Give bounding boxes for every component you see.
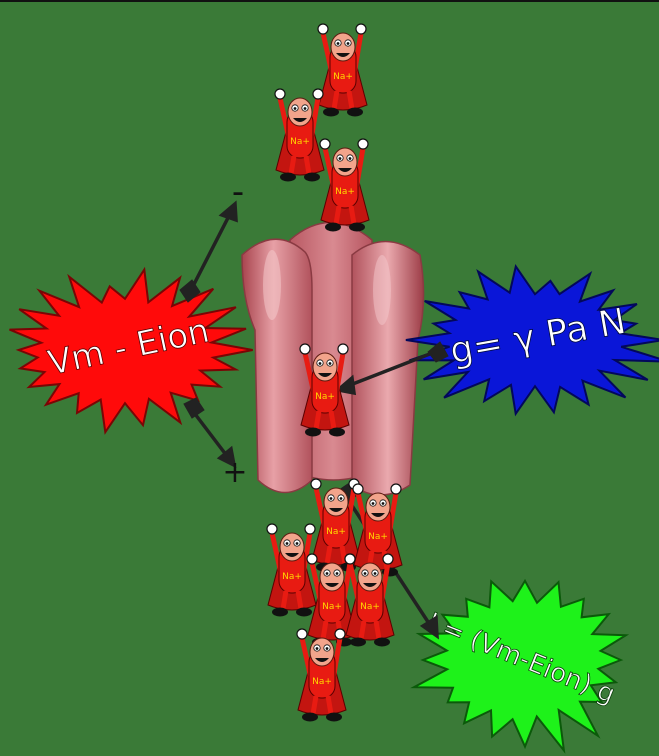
ion-pupil xyxy=(330,497,333,500)
ion-pupil xyxy=(364,572,367,575)
ion-shoe xyxy=(349,223,365,232)
ion-glove-left xyxy=(311,479,321,489)
ion-label: Na+ xyxy=(282,572,302,582)
ion-shoe xyxy=(280,173,296,182)
ion-label: Na+ xyxy=(326,527,346,537)
ion-label: Na+ xyxy=(290,137,310,147)
ion-pupil xyxy=(336,572,339,575)
ion-shoe xyxy=(329,428,345,437)
ion-pupil xyxy=(326,572,329,575)
ion-glove-left xyxy=(267,524,277,534)
plus-sign: + xyxy=(222,455,247,490)
ion-glove-right xyxy=(383,554,393,564)
ion-shoe xyxy=(350,638,366,647)
ion-shoe xyxy=(374,638,390,647)
ion-glove-right xyxy=(313,89,323,99)
ion-glove-left xyxy=(320,139,330,149)
ion-pupil xyxy=(296,542,299,545)
ion-glove-left xyxy=(353,484,363,494)
ion-glove-right xyxy=(335,629,345,639)
ion-pupil xyxy=(339,157,342,160)
ion-glove-right xyxy=(338,344,348,354)
ion-glove-right xyxy=(358,139,368,149)
ion-pupil xyxy=(347,42,350,45)
ion-shoe xyxy=(325,223,341,232)
ion-label: Na+ xyxy=(312,677,332,687)
ion-glove-left xyxy=(345,554,355,564)
ion-shoe xyxy=(302,713,318,722)
ion-pupil xyxy=(316,647,319,650)
ion-pupil xyxy=(349,157,352,160)
ion-pupil xyxy=(372,502,375,505)
ion-shoe xyxy=(304,173,320,182)
ion-label: Na+ xyxy=(322,602,342,612)
ion-pupil xyxy=(337,42,340,45)
channel-highlight-right xyxy=(373,255,391,325)
ion-glove-left xyxy=(307,554,317,564)
ion-shoe xyxy=(305,428,321,437)
ion-label: Na+ xyxy=(333,72,353,82)
ion-glove-right xyxy=(305,524,315,534)
ion-pupil xyxy=(326,647,329,650)
ion-pupil xyxy=(340,497,343,500)
ion-glove-right xyxy=(391,484,401,494)
ion-shoe xyxy=(326,713,342,722)
ion-pupil xyxy=(294,107,297,110)
ion-label: Na+ xyxy=(368,532,388,542)
ion-label: Na+ xyxy=(360,602,380,612)
ion-shoe xyxy=(272,608,288,617)
ion-label: Na+ xyxy=(335,187,355,197)
ion-glove-right xyxy=(356,24,366,34)
ion-label: Na+ xyxy=(315,392,335,402)
ion-pupil xyxy=(304,107,307,110)
ion-pupil xyxy=(329,362,332,365)
ion-glove-left xyxy=(300,344,310,354)
ion-glove-left xyxy=(297,629,307,639)
ion-pupil xyxy=(319,362,322,365)
ion-pupil xyxy=(382,502,385,505)
ion-shoe xyxy=(296,608,312,617)
ion-pupil xyxy=(374,572,377,575)
top-border xyxy=(0,0,659,2)
ion-glove-left xyxy=(318,24,328,34)
ion-glove-left xyxy=(275,89,285,99)
ion-shoe xyxy=(347,108,363,117)
channel-highlight-left xyxy=(263,250,281,320)
ion-shoe xyxy=(323,108,339,117)
minus-sign: - xyxy=(232,172,244,212)
ion-pupil xyxy=(286,542,289,545)
